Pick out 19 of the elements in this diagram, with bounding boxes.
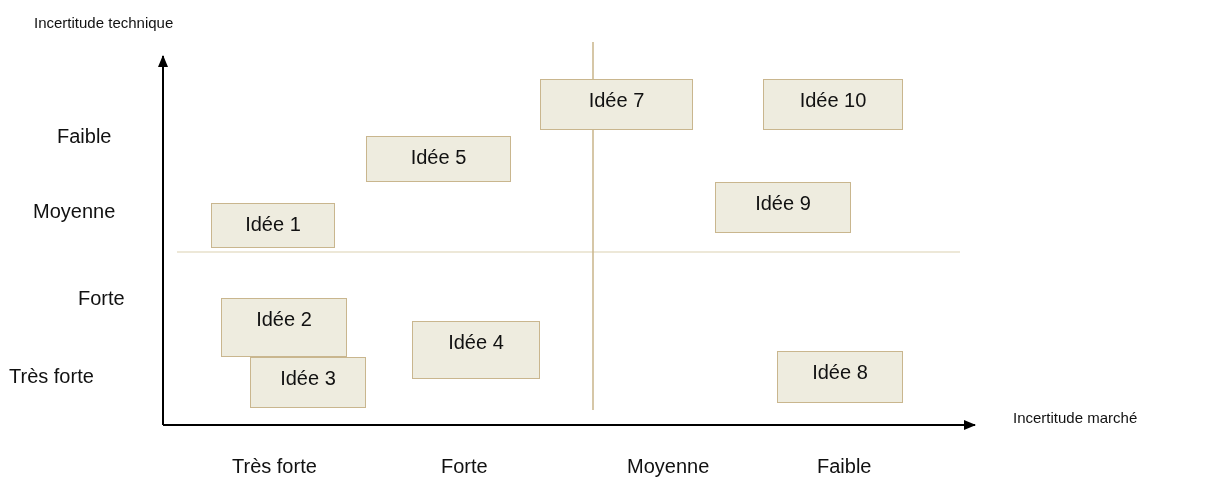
idea-box: Idée 5 [366,136,511,182]
idea-box: Idée 7 [540,79,693,130]
axis-title: Incertitude marché [1013,409,1138,426]
axis-tick-label: Faible [57,125,112,148]
idea-box: Idée 3 [250,357,366,408]
idea-box: Idée 9 [715,182,851,233]
axis-tick-label: Faible [817,455,872,478]
idea-box: Idée 2 [221,298,347,357]
axis-tick-label: Forte [78,287,125,310]
idea-box: Idée 1 [211,203,335,248]
axis-tick-label: Très forte [232,455,317,478]
axis-tick-label: Moyenne [627,455,710,478]
idea-box: Idée 10 [763,79,903,130]
axis-tick-label: Très forte [9,365,94,388]
axis-tick-label: Forte [441,455,488,478]
axis-title: Incertitude technique [34,14,174,31]
idea-box: Idée 4 [412,321,540,379]
axis-tick-label: Moyenne [33,200,116,223]
idea-box: Idée 8 [777,351,903,403]
